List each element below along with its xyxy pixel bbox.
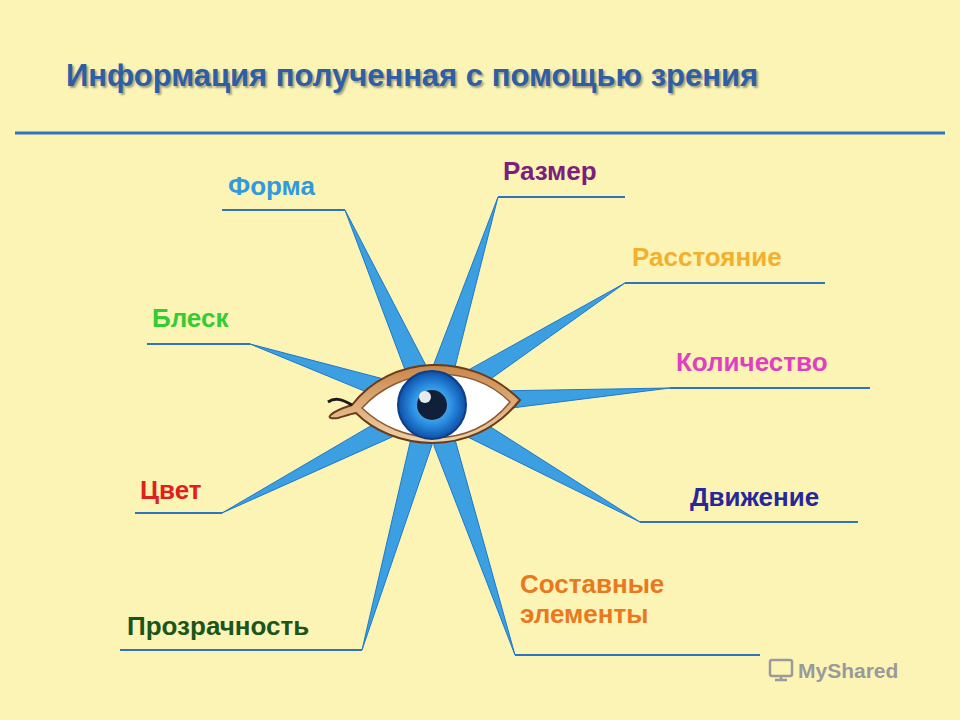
eyelash <box>328 399 352 405</box>
leader-line <box>498 196 625 198</box>
eye-highlight <box>419 391 431 403</box>
leader-line <box>135 512 222 514</box>
feature-label: Движение <box>690 483 819 513</box>
leader-line <box>222 209 345 211</box>
leader-line <box>515 654 760 656</box>
leader-line <box>625 282 825 284</box>
eye-lid <box>330 365 520 443</box>
watermark: MyShared <box>798 659 898 683</box>
leader-line <box>120 649 362 651</box>
leader-line <box>670 387 870 389</box>
feature-label: Расстояние <box>632 243 782 273</box>
feature-label: Размер <box>503 157 597 187</box>
feature-label: Блеск <box>152 304 228 334</box>
iris <box>398 371 466 439</box>
feature-label: Цвет <box>140 476 201 506</box>
feature-label: Составные элементы <box>520 570 720 630</box>
watermark-icon <box>770 660 792 680</box>
leader-group <box>120 197 870 655</box>
pupil <box>417 390 447 420</box>
title: Информация полученная с помощью зрения <box>66 58 758 94</box>
feature-label: Количество <box>676 348 828 378</box>
leader-line <box>147 343 250 345</box>
leader-line <box>640 521 858 523</box>
feature-label: Прозрачность <box>127 612 309 642</box>
eye <box>328 365 520 443</box>
title-rule <box>15 132 945 135</box>
feature-label: Форма <box>228 172 315 202</box>
